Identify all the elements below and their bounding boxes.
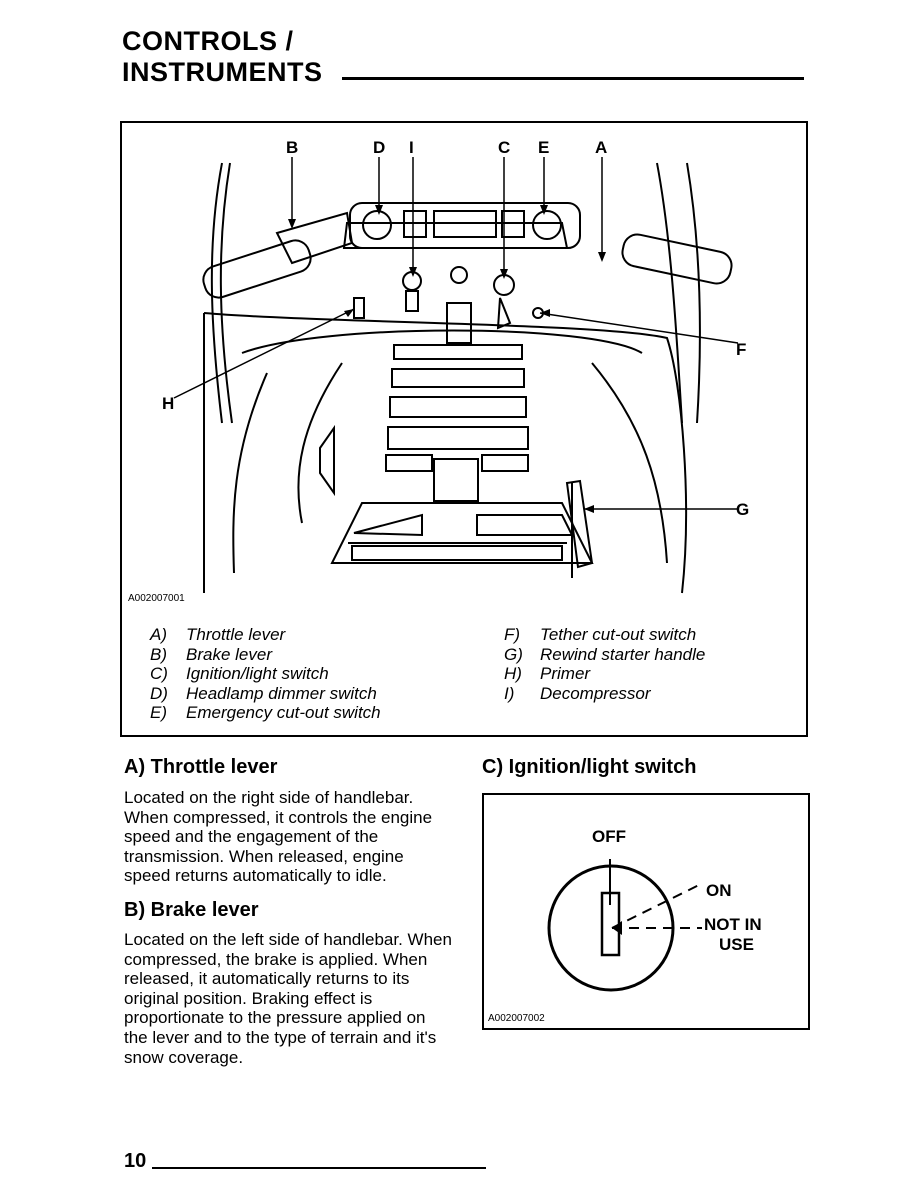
page-number: 10 <box>124 1150 147 1172</box>
legend-item: D)Headlamp dimmer switch <box>150 683 377 703</box>
legend-right: F)Tether cut-out switch G)Rewind starter… <box>504 625 705 703</box>
ignition-not-in-use-label-2: USE <box>719 935 754 954</box>
callout-c: C <box>498 138 510 157</box>
callout-b: B <box>286 138 298 157</box>
ignition-not-in-use-label-1: NOT IN <box>704 915 762 934</box>
callout-i: I <box>409 138 414 157</box>
title-rule <box>342 77 804 80</box>
legend-item: C)Ignition/light switch <box>150 664 329 683</box>
legend-left: A)Throttle lever B)Brake lever C)Ignitio… <box>150 625 381 723</box>
brake-heading: B) Brake lever <box>124 899 259 921</box>
legend-item: G)Rewind starter handle <box>504 644 706 664</box>
ignition-off-label: OFF <box>592 827 626 846</box>
ignition-heading: C) Ignition/light switch <box>482 756 697 778</box>
callout-g: G <box>736 500 749 519</box>
ignition-on-label: ON <box>706 881 732 900</box>
legend-item: F)Tether cut-out switch <box>504 625 697 644</box>
callout-e: E <box>538 138 549 157</box>
legend-item: A)Throttle lever <box>150 625 286 644</box>
callout-h: H <box>162 394 174 413</box>
title-line-2: INSTRUMENTS <box>122 57 323 87</box>
ignition-switch-figure: OFF ON NOT IN USE A002007002 <box>482 793 810 1030</box>
ignition-figure-id: A002007002 <box>488 1013 545 1024</box>
legend-item: I)Decompressor <box>504 683 651 703</box>
brake-text: Located on the left side of handlebar. W… <box>124 930 452 1067</box>
callout-f: F <box>736 340 746 359</box>
throttle-heading: A) Throttle lever <box>124 756 278 778</box>
controls-figure: B D I C E A F H G A002007001 A)Throttle … <box>120 121 808 737</box>
legend-item: B)Brake lever <box>150 644 272 664</box>
ignition-switch-diagram <box>547 859 702 992</box>
page-title: CONTROLS / INSTRUMENTS <box>122 26 323 88</box>
page-rule <box>152 1167 486 1169</box>
callout-a: A <box>595 138 607 157</box>
callout-d: D <box>373 138 385 157</box>
figure-id: A002007001 <box>128 593 185 604</box>
title-line-1: CONTROLS / <box>122 26 294 56</box>
throttle-text: Located on the right side of handlebar. … <box>124 788 433 886</box>
legend-item: E)Emergency cut-out switch <box>150 703 381 722</box>
controls-illustration: B D I C E A F H G <box>162 138 749 594</box>
legend-item: H)Primer <box>504 664 591 683</box>
